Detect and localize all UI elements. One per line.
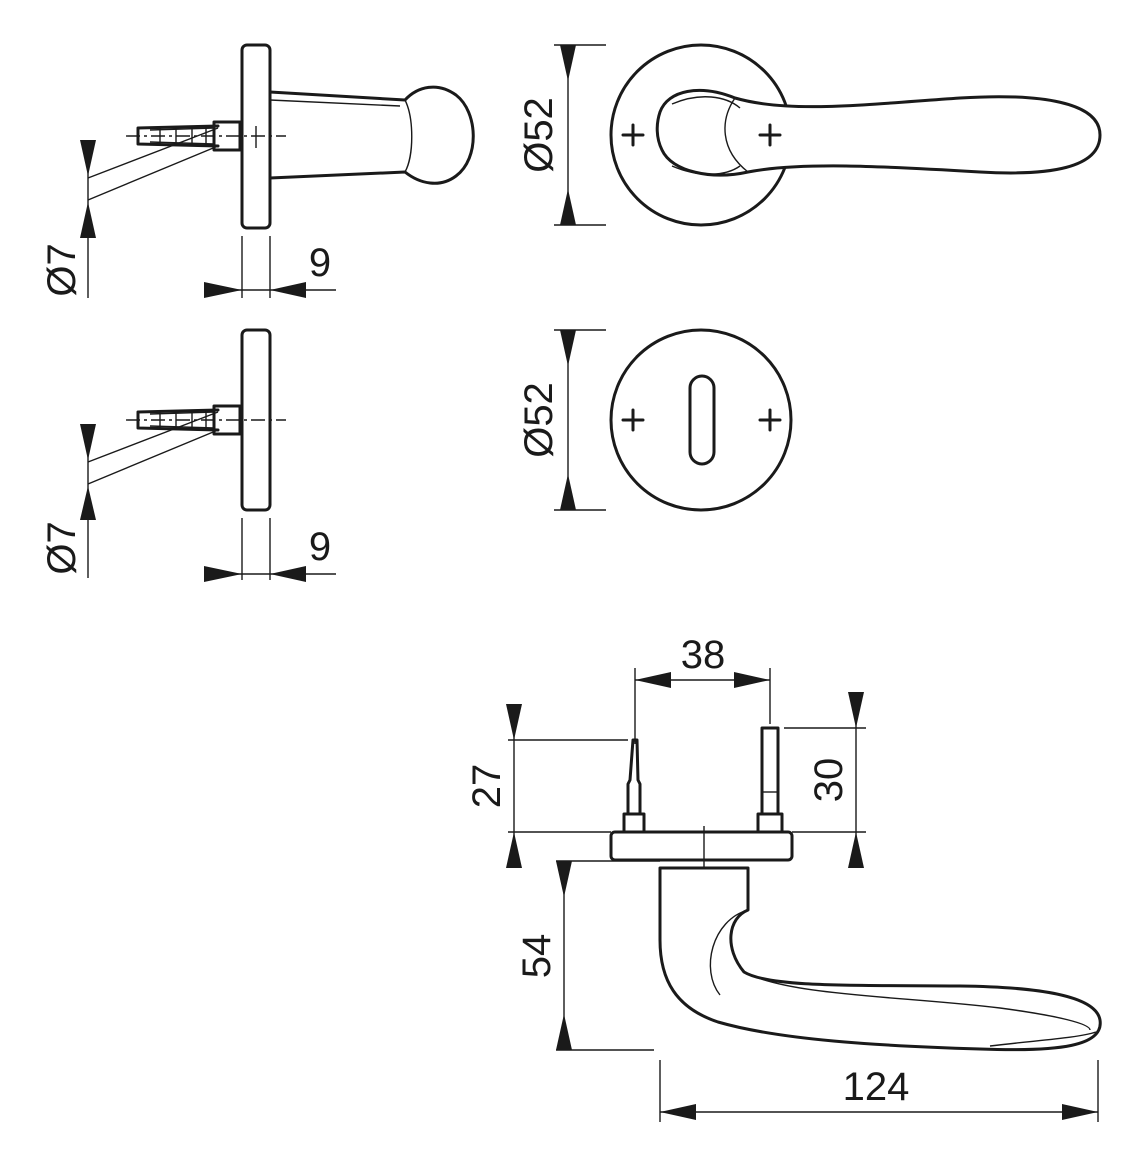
screw-mark-left [621, 123, 645, 147]
pin-diameter-top-label: Ø7 [40, 243, 84, 296]
rose-thickness-bottom-label: 9 [309, 525, 331, 569]
rose-thickness-top-label: 9 [309, 241, 331, 285]
lever-grip-side [268, 85, 475, 185]
rose-base [609, 830, 794, 862]
left-pin-length-label: 27 [465, 764, 509, 809]
right-pin-length-label: 30 [807, 758, 851, 803]
lever-top-view: 38 27 30 54 124 [465, 633, 1102, 1122]
screw-spacing-label: 38 [681, 633, 726, 677]
rose-diameter-lever-label: Ø52 [517, 97, 561, 173]
lever-front-view: Ø52 [517, 43, 1102, 227]
keyhole-slot [688, 374, 716, 466]
pin-diameter-bottom-label: Ø7 [40, 521, 84, 574]
rose-diameter-key-label: Ø52 [517, 382, 561, 458]
lever-handle-top [658, 866, 1102, 1052]
lever-handle [655, 89, 1102, 177]
escutcheon-front-view: Ø52 [517, 328, 793, 512]
escutcheon-side-view: Ø7 9 [40, 328, 336, 582]
key-rose [609, 328, 793, 512]
lever-side-view: Ø7 9 [40, 43, 475, 298]
lever-length-label: 124 [843, 1065, 910, 1109]
fixing-pin-right [760, 726, 780, 816]
fixing-pin-left [626, 738, 642, 816]
screw-mark-right [758, 408, 782, 432]
lever-height-label: 54 [515, 934, 559, 979]
screw-mark-right [758, 123, 782, 147]
screw-mark-left [621, 408, 645, 432]
